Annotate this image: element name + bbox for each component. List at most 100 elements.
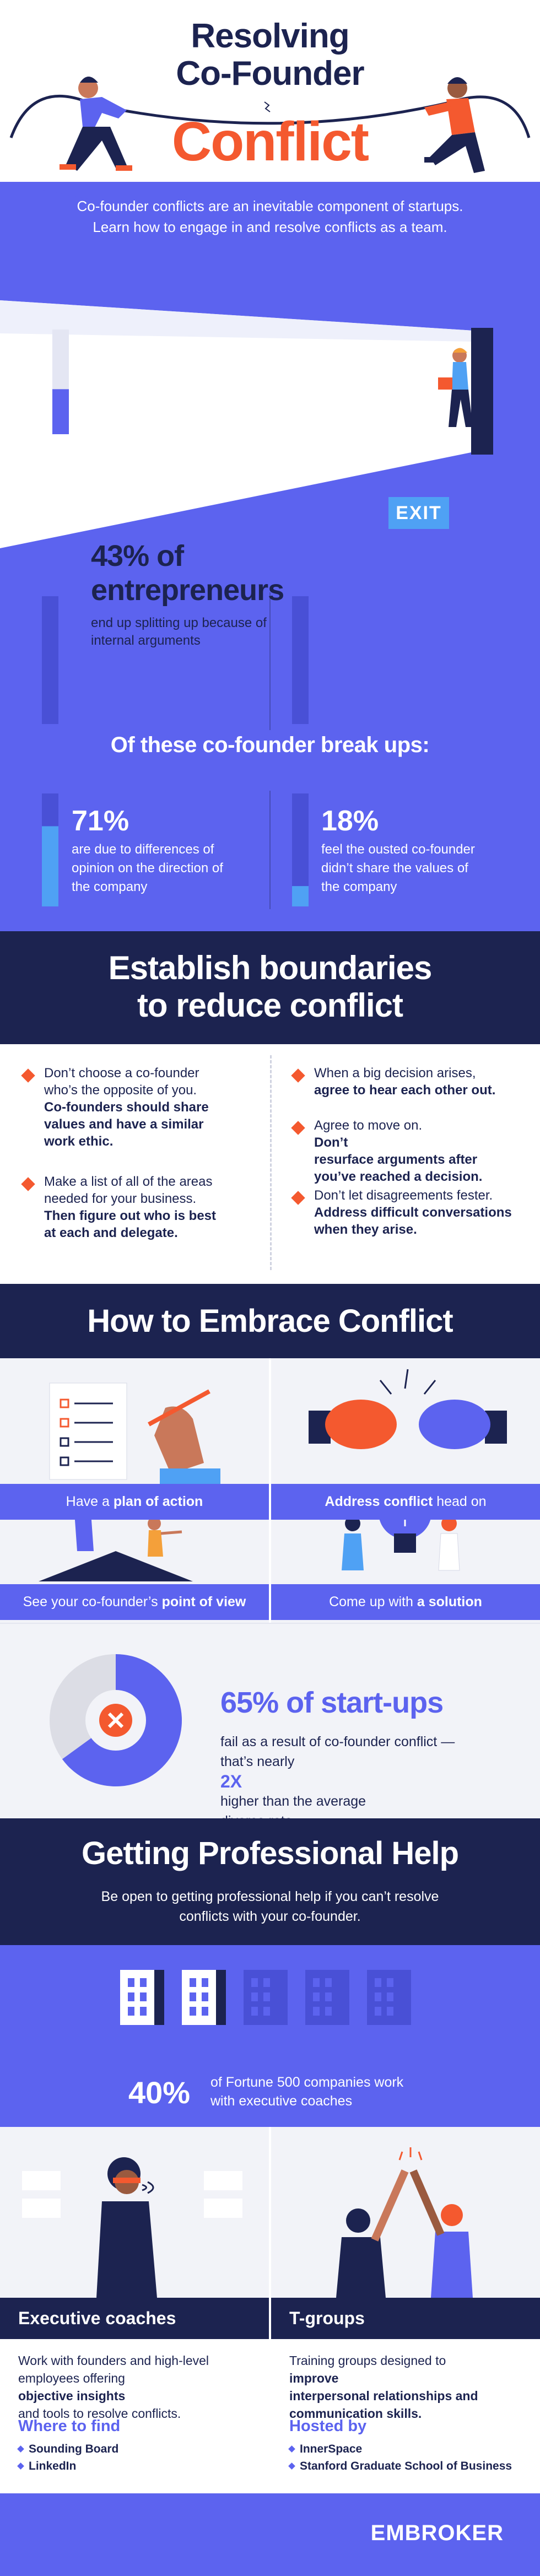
tip-bold-line: work ethic. [44, 1134, 114, 1149]
role-desc-line: Training groups designed to [289, 2353, 446, 2368]
stat65-headline: 65% of start-ups [220, 1686, 444, 1720]
stat65-line2-post: higher than the average [220, 1794, 366, 1809]
embrace-item-bold: plan of action [113, 1494, 203, 1509]
role-desc-tgroups: Training groups designed to improve inte… [289, 2352, 478, 2422]
tip-item: Don’t let disagreements fester. Address … [314, 1187, 512, 1238]
stats-background [0, 245, 540, 766]
building-icon-highlighted [182, 1970, 226, 2025]
diamond-bullet-icon [291, 1121, 305, 1135]
role-list-item: InnerSpace [288, 2443, 363, 2456]
coach-value: 40% [128, 2075, 191, 2110]
hero-intro-line2: Learn how to engage in and resolve confl… [93, 219, 447, 235]
role-list-item: Sounding Board [17, 2443, 118, 2456]
boundaries-tips: Don’t choose a co-founder who’s the oppo… [0, 1044, 540, 1284]
role-desc-bold: interpersonal relationships and [289, 2389, 478, 2403]
brand-logo: EMBROKER [370, 2521, 504, 2545]
building-icon [367, 1970, 411, 2025]
hero-intro-line1: Co-founder conflicts are an inevitable c… [77, 198, 463, 214]
embrace-item-text: Come up with [329, 1594, 417, 1610]
stat65-line3: divorce rate. [220, 1811, 455, 1818]
diamond-bullet-icon [17, 2445, 24, 2453]
help-sub-line2: conflicts with your co-founder. [179, 1909, 361, 1924]
breakup-71-line1: are due to differences of [72, 842, 214, 857]
boundaries-title: Establish boundaries to reduce conflict [0, 949, 540, 1024]
embrace-item-text: Have a [66, 1494, 114, 1509]
tip-bold-line: when they arise. [314, 1222, 417, 1237]
boundaries-header: Establish boundaries to reduce conflict [0, 931, 540, 1044]
role-list-label: InnerSpace [300, 2443, 363, 2455]
stat65-value: 65% [220, 1686, 279, 1719]
stat65-line2-pre: that’s nearly [220, 1754, 295, 1769]
tip-bold-line: Address difficult conversations [314, 1205, 512, 1220]
tip-bold-line: at each and delegate. [44, 1225, 178, 1240]
breakup-18-line1: feel the ousted co-founder [321, 842, 475, 857]
hero-intro: Co-founder conflicts are an inevitable c… [66, 196, 474, 237]
diamond-bullet-icon [21, 1177, 35, 1191]
role-sub-executive: Where to find [18, 2417, 121, 2435]
stat43-headline: 43% of entrepreneurs [91, 539, 284, 607]
footer: EMBROKER [0, 2493, 540, 2576]
role-list-item: Stanford Graduate School of Business [288, 2460, 512, 2473]
diamond-bullet-icon [17, 2462, 24, 2470]
coach-text: of Fortune 500 companies work with execu… [210, 2073, 403, 2110]
tips-divider [270, 1055, 272, 1270]
hero-title-line3: Conflict [171, 111, 369, 172]
embrace-item-plan: Have a plan of action [0, 1484, 269, 1520]
help-title: Getting Professional Help [82, 1835, 459, 1871]
stat43-desc: end up splitting up because of internal … [91, 614, 267, 650]
share-bar-fill-71 [42, 826, 58, 906]
hero-section: Resolving Co-Founder Conflict Co-founder… [0, 0, 540, 287]
building-icons [120, 1970, 411, 2025]
stat65-highlight: 2X [220, 1772, 242, 1791]
stat43-suffix: of [149, 539, 184, 573]
tip-line: Don’t choose a co-founder [44, 1066, 199, 1081]
breakup-18-text: feel the ousted co-founder didn’t share … [321, 840, 475, 897]
coaches-section: 40% of Fortune 500 companies work with e… [0, 1945, 540, 2127]
stat65-section: 65% of start-ups fail as a result of co-… [0, 1623, 540, 1818]
tip-item: Don’t choose a co-founder who’s the oppo… [44, 1065, 209, 1150]
embrace-item-text: head on [433, 1494, 487, 1509]
embrace-item-bold: Address conflict [325, 1494, 433, 1509]
tip-line: When a big decision arises, [314, 1066, 476, 1081]
embrace-item-text: See your co-founder’s [23, 1594, 162, 1610]
high-five-icon [336, 2147, 473, 2298]
diamond-bullet-icon [288, 2445, 295, 2453]
tip-bold-line: agree to hear each other out. [314, 1083, 496, 1098]
role-desc-executive: Work with founders and high-level employ… [18, 2352, 209, 2422]
breakup-71-line2: opinion on the direction of [72, 861, 223, 876]
coach-line2: with executive coaches [210, 2093, 353, 2109]
breakup-18-value: 18% [321, 805, 379, 837]
breakup-18-line3: the company [321, 879, 397, 894]
role-list-label: LinkedIn [29, 2460, 77, 2472]
breakup-71-text: are due to differences of opinion on the… [72, 840, 223, 897]
building-icon [305, 1970, 349, 2025]
briefcase-icon [438, 377, 452, 390]
tip-line: Agree to move on. [314, 1118, 423, 1133]
role-desc-bold: improve [289, 2371, 339, 2385]
tip-item: When a big decision arises, agree to hea… [314, 1065, 495, 1099]
embrace-header: How to Embrace Conflict [0, 1284, 540, 1358]
embrace-item-bold: a solution [417, 1594, 482, 1610]
boxing-gloves-icon [309, 1369, 507, 1449]
embrace-item-bold: point of view [161, 1594, 246, 1610]
breakup-71-value: 71% [72, 805, 129, 837]
help-sub: Be open to getting professional help if … [0, 1887, 540, 1926]
share-bar-fill-18 [292, 886, 309, 906]
boundaries-title-line2: to reduce conflict [137, 987, 403, 1024]
embrace-item-view: See your co-founder’s point of view [0, 1584, 269, 1620]
tip-bold-line: Co-founders should share [44, 1100, 209, 1115]
tip-line: who’s the opposite of you. [44, 1083, 197, 1098]
stat43-desc-line2: internal arguments [91, 633, 201, 648]
breakups-background [0, 760, 540, 931]
diamond-bullet-icon [288, 2462, 295, 2470]
checklist-icon [49, 1382, 127, 1480]
rope-icon [93, 100, 452, 125]
donut-chart [50, 1654, 182, 1786]
role-title-tgroups: T-groups [271, 2298, 540, 2339]
stat65-suffix: of start-ups [278, 1686, 444, 1719]
role-desc-line: employees offering [18, 2371, 125, 2385]
help-sub-line1: Be open to getting professional help if … [101, 1889, 439, 1904]
tip-line: needed for your business. [44, 1191, 197, 1206]
roles-illustrations [0, 2127, 540, 2298]
exiting-founder-figure [438, 348, 473, 427]
